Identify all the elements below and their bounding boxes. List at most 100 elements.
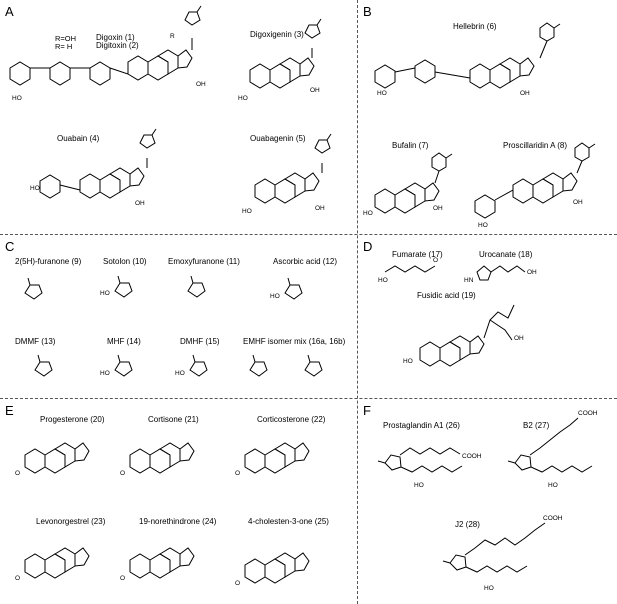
- panel-letter-c: C: [5, 239, 15, 254]
- label-corticosterone: Corticosterone (22): [257, 415, 326, 424]
- structure-dmmf: [34, 354, 53, 377]
- panel-divider-horizontal-2: [0, 398, 617, 399]
- label-sotolon: Sotolon (10): [103, 257, 147, 266]
- atom-label: COOH: [543, 515, 563, 522]
- atom-label: COOH: [462, 453, 482, 460]
- label-fumarate: Fumarate (17): [392, 250, 443, 259]
- structure-furanone: [24, 277, 43, 300]
- panel-letter-a: A: [5, 4, 14, 19]
- atom-label: HO: [478, 222, 488, 229]
- label-cholestenone: 4-cholesten-3-one (25): [248, 517, 329, 526]
- label-emhf: EMHF isomer mix (16a, 16b): [243, 337, 346, 346]
- structure-levonorgestrel: [24, 547, 90, 579]
- atom-label: HO: [238, 95, 248, 102]
- label-fusidic-acid: Fusidic acid (19): [417, 291, 476, 300]
- structure-urocanate: HN OH: [464, 265, 537, 284]
- atom-label: HO: [12, 95, 22, 102]
- label-progesterone: Progesterone (20): [40, 415, 105, 424]
- structure-cortisone: [129, 442, 195, 474]
- panel-letter-f: F: [363, 403, 371, 418]
- structure-proscillaridin: HO OH: [474, 142, 596, 229]
- panel-letter-b: B: [363, 4, 372, 19]
- structure-ouabain: HO OH: [30, 128, 157, 207]
- label-dmhf: DMHF (15): [180, 337, 220, 346]
- panel-divider-horizontal-1: [0, 234, 617, 235]
- atom-label: OH: [315, 205, 325, 212]
- structure-fumarate: HO O: [378, 257, 438, 284]
- structure-progesterone: [24, 442, 90, 474]
- atom-label: O: [120, 575, 125, 582]
- label-ouabagenin: Ouabagenin (5): [250, 134, 306, 143]
- structure-sotolon: [114, 275, 133, 298]
- structure-bufalin: HO OH: [363, 152, 453, 217]
- structure-prostaglandin-a1: COOH HO: [377, 447, 482, 489]
- label-urocanate: Urocanate (18): [479, 250, 533, 259]
- structure-fusidic-acid: HO OH: [403, 304, 524, 367]
- label-levonorgestrel: Levonorgestrel (23): [36, 517, 106, 526]
- label-ouabain: Ouabain (4): [57, 134, 100, 143]
- structure-dmhf: [189, 354, 208, 377]
- label-cortisone: Cortisone (21): [148, 415, 199, 424]
- structure-digoxin: R HO OH: [9, 5, 206, 102]
- atom-label: O: [120, 470, 125, 477]
- structure-ascorbic-acid: [284, 277, 303, 300]
- structure-emhf-a: [249, 354, 268, 377]
- structure-mhf: [114, 354, 133, 377]
- atom-label: HO: [548, 482, 558, 489]
- atom-label: OH: [573, 199, 583, 206]
- r-legend-h: R= H: [55, 42, 73, 51]
- structure-emoxyfuranone: [187, 275, 206, 298]
- atom-label: HO: [484, 585, 494, 592]
- label-furanone: 2(5H)-furanone (9): [15, 257, 82, 266]
- label-b2: B2 (27): [523, 421, 550, 430]
- structure-digoxigenin: HO OH: [238, 18, 322, 102]
- atom-label: O: [235, 580, 240, 587]
- label-hellebrin: Hellebrin (6): [453, 22, 497, 31]
- atom-label: OH: [520, 90, 530, 97]
- label-j2: J2 (28): [455, 520, 480, 529]
- label-proscillaridin: Proscillaridin A (8): [503, 141, 568, 150]
- r-group-label: R: [170, 33, 175, 40]
- panel-divider-vertical: [357, 0, 358, 604]
- label-dmmf: DMMF (13): [15, 337, 56, 346]
- panel-letter-e: E: [5, 403, 14, 418]
- label-norethindrone: 19-norethindrone (24): [139, 517, 217, 526]
- atom-label: OH: [527, 269, 537, 276]
- atom-label: O: [235, 470, 240, 477]
- panel-letter-d: D: [363, 239, 373, 254]
- atom-label: HO: [100, 370, 110, 377]
- label-emoxyfuranone: Emoxyfuranone (11): [168, 257, 240, 266]
- atom-label: HO: [414, 482, 424, 489]
- atom-label: COOH: [578, 410, 598, 417]
- atom-label: O: [15, 470, 20, 477]
- atom-label: HO: [100, 290, 110, 297]
- structure-ouabagenin: HO OH: [242, 133, 332, 215]
- atom-label: O: [433, 257, 438, 264]
- label-digoxigenin: Digoxigenin (3): [250, 30, 304, 39]
- label-prostaglandin-a1: Prostaglandin A1 (26): [383, 421, 460, 430]
- label-mhf: MHF (14): [107, 337, 141, 346]
- atom-label: OH: [514, 335, 524, 342]
- structure-cholestenone: [244, 552, 310, 584]
- atom-label: HN: [464, 277, 474, 284]
- label-digitoxin: Digitoxin (2): [96, 41, 139, 50]
- atom-label: HO: [30, 185, 40, 192]
- r-legend-oh: R=OH: [55, 34, 77, 43]
- structure-j2: COOH HO: [442, 515, 563, 592]
- structure-emhf-b: [304, 354, 323, 377]
- atom-label: HO: [378, 277, 388, 284]
- atom-label: HO: [242, 208, 252, 215]
- atom-label: HO: [175, 370, 185, 377]
- atom-label: HO: [363, 210, 373, 217]
- label-bufalin: Bufalin (7): [392, 141, 429, 150]
- structure-hellebrin: HO OH: [374, 22, 561, 97]
- atom-label: HO: [270, 293, 280, 300]
- atom-label: OH: [135, 200, 145, 207]
- atom-label: OH: [433, 205, 443, 212]
- atom-label: HO: [377, 90, 387, 97]
- atom-label: HO: [403, 358, 413, 365]
- atom-label: OH: [196, 81, 206, 88]
- structure-b2: COOH HO: [507, 410, 598, 489]
